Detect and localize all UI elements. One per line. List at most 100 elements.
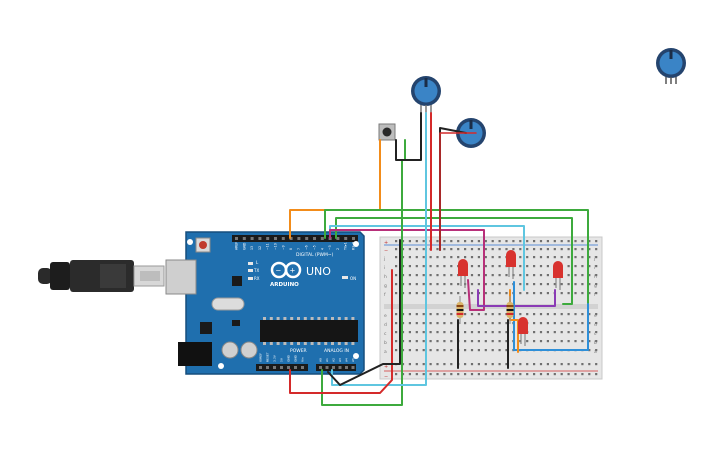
usb-chip — [232, 276, 242, 286]
breadboard-row-label: d — [594, 322, 597, 328]
power-pin-label: Vin — [301, 357, 305, 362]
resistor[interactable] — [456, 296, 464, 324]
header-pin[interactable] — [235, 237, 238, 240]
breadboard-row-label: b — [594, 340, 597, 346]
header-pin[interactable] — [273, 366, 276, 369]
header-pin[interactable] — [258, 237, 262, 240]
breadboard-row-label: h — [594, 274, 597, 280]
header-pin[interactable] — [297, 237, 301, 240]
header-pin[interactable] — [352, 237, 355, 240]
header-pin[interactable] — [281, 237, 285, 240]
header-pin[interactable] — [250, 237, 254, 240]
tx-label: TX — [253, 268, 259, 273]
digital-pin-label: ~10 — [274, 243, 278, 250]
power-label: POWER — [290, 348, 307, 354]
pushbutton[interactable] — [378, 123, 396, 141]
usb-port — [165, 259, 197, 295]
header-pin[interactable] — [332, 366, 335, 369]
wire-black[interactable] — [395, 112, 422, 161]
header-pin[interactable] — [336, 237, 340, 240]
header-pin[interactable] — [287, 366, 290, 369]
header-pin[interactable] — [289, 237, 293, 240]
wire-green[interactable] — [335, 217, 573, 305]
rail-sign: + — [384, 240, 388, 246]
header-pin[interactable] — [344, 237, 348, 240]
breadboard-row-label: f — [384, 292, 386, 298]
usb-cable[interactable] — [38, 260, 165, 292]
digital-pin-label: ~11 — [266, 243, 270, 250]
header-pin[interactable] — [338, 366, 342, 369]
atmega-chip — [260, 320, 358, 342]
wire-green[interactable] — [324, 209, 589, 305]
breadboard-row-label: g — [384, 284, 387, 289]
red-led[interactable] — [518, 317, 528, 346]
header-pin[interactable] — [294, 366, 297, 369]
on-label: ON — [350, 276, 356, 281]
crystal — [211, 297, 245, 311]
header-pin[interactable] — [301, 366, 304, 369]
breadboard-row-label: b — [384, 340, 387, 346]
wire-magenta[interactable] — [329, 229, 485, 311]
power-pin-label: 5V — [280, 357, 284, 362]
analog-pin-label: A3 — [338, 358, 342, 362]
resistor[interactable] — [506, 296, 514, 324]
breadboard-row-label: c — [384, 332, 387, 337]
potentiometer[interactable] — [656, 48, 686, 84]
header-pin[interactable] — [320, 237, 324, 240]
wire-black[interactable] — [439, 127, 467, 251]
potentiometer[interactable] — [411, 76, 441, 113]
header-pin[interactable] — [266, 366, 269, 369]
digital-pin-label: 2 — [336, 248, 340, 250]
wire-blue[interactable] — [513, 281, 589, 351]
breadboard-row-label: j — [383, 256, 385, 262]
digital-pin-label: 12 — [258, 246, 262, 250]
power-pin-label: GND — [294, 354, 298, 362]
breadboard-row-label: a — [384, 350, 387, 355]
rail-sign: − — [384, 248, 388, 254]
wire-red[interactable] — [439, 132, 477, 251]
digital-pin-label: 7 — [297, 248, 301, 250]
red-led[interactable] — [553, 261, 563, 290]
header-pin[interactable] — [325, 366, 329, 369]
header-pin[interactable] — [242, 237, 246, 240]
analog-pin-label: A0 — [319, 358, 323, 362]
header-pin[interactable] — [280, 366, 283, 369]
red-led[interactable] — [506, 250, 516, 279]
wire-purple[interactable] — [477, 289, 556, 307]
digital-pin-label: 8 — [289, 248, 293, 250]
digital-pin-label: 13 — [250, 246, 254, 250]
dc-power-jack — [178, 342, 212, 366]
analog-pin-label: A5 — [351, 358, 355, 362]
breadboard-row-label: e — [384, 314, 387, 319]
header-pin[interactable] — [313, 237, 316, 240]
wire-red[interactable] — [289, 269, 393, 394]
l-label: L — [256, 260, 259, 265]
analog-label: ANALOG IN — [324, 348, 349, 354]
power-pin-label: IOREF — [259, 353, 263, 362]
header-pin[interactable] — [259, 366, 262, 369]
red-led[interactable] — [458, 259, 468, 288]
header-pin[interactable] — [274, 237, 277, 240]
header-pin[interactable] — [266, 237, 270, 240]
wire-black[interactable] — [327, 239, 401, 386]
analog-pin-label: A2 — [332, 358, 336, 362]
digital-pin-label: TX▸1 — [344, 242, 348, 251]
header-pin[interactable] — [351, 366, 355, 369]
breadboard-row-label: i — [384, 265, 385, 271]
digital-header — [232, 235, 358, 242]
power-pin-label: 3.3V — [273, 354, 277, 362]
breadboard-row-label: g — [594, 284, 597, 289]
power-pin-label: RESET — [266, 352, 270, 362]
svg-text:−: − — [276, 267, 282, 275]
breadboard-row-label: f — [594, 292, 596, 298]
header-pin[interactable] — [319, 366, 322, 369]
wire-green[interactable] — [321, 139, 406, 406]
header-pin[interactable] — [345, 366, 348, 369]
digital-pin-label: ~9 — [281, 245, 285, 250]
digital-pin-label: AREF — [235, 242, 239, 250]
breadboard-row-label: e — [594, 314, 597, 319]
header-pin[interactable] — [305, 237, 309, 240]
svg-text:+: + — [290, 267, 296, 275]
